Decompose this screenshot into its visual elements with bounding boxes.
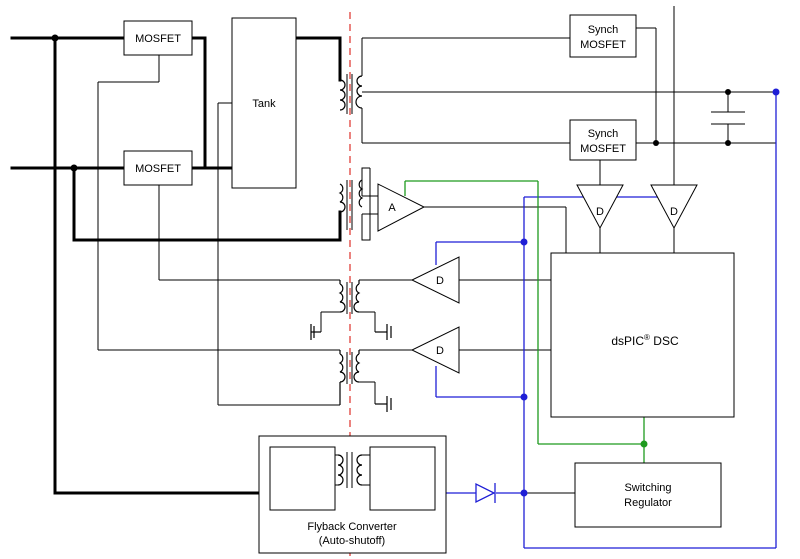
flyback-line1: Flyback Converter [307, 521, 397, 533]
switching-line2: Regulator [624, 497, 672, 509]
synch-top-line2: MOSFET [580, 39, 626, 51]
sense-wiring [404, 180, 645, 463]
synch-bottom-line1: Synch [588, 128, 619, 140]
flyback-leads [335, 454, 370, 486]
driver-synch-bottom: D [650, 184, 698, 230]
amp-label: A [388, 202, 396, 214]
switching-line1: Switching [624, 482, 671, 494]
driver-gate-bottom: D [410, 326, 460, 374]
driver-gate-top: D [410, 256, 460, 304]
control-junctions [653, 89, 731, 146]
mosfet-bottom-label: MOSFET [135, 163, 181, 175]
driver-synch-top: D [576, 184, 624, 230]
driver-label: D [596, 206, 604, 218]
transformer-cores [346, 74, 353, 488]
flyback-line2: (Auto-shutoff) [319, 535, 385, 547]
dsc-registered-mark: ® [644, 333, 650, 342]
driver-label: D [670, 206, 678, 218]
feedback-wiring [435, 92, 777, 549]
synch-mosfet-top-block: Synch MOSFET [569, 14, 637, 58]
synch-bottom-line2: MOSFET [580, 143, 626, 155]
dsc-block: dsPIC® DSC [550, 252, 735, 418]
dsc-name: dsPIC [611, 334, 644, 348]
driver-label: D [436, 275, 444, 287]
dsc-suffix: DSC [650, 334, 679, 348]
primary-junctions [51, 34, 78, 172]
sense-amplifier: A [377, 183, 426, 232]
dsc-label: dsPIC® DSC [611, 333, 679, 348]
mosfet-bottom-block: MOSFET [123, 150, 193, 186]
flyback-converter-block: Flyback Converter (Auto-shutoff) [258, 435, 447, 554]
switching-regulator-block: Switching Regulator [574, 462, 722, 528]
control-wiring [97, 6, 776, 494]
tank-block: Tank [231, 17, 297, 189]
current-sense-bracket [361, 167, 371, 241]
sense-junction [640, 440, 648, 448]
synch-mosfet-bottom-block: Synch MOSFET [569, 119, 637, 161]
tank-label: Tank [252, 98, 276, 110]
diode-icon [475, 482, 496, 504]
ground-symbols [310, 324, 392, 412]
synch-top-line1: Synch [588, 24, 619, 36]
transformer-coils [337, 75, 364, 486]
feedback-junctions [520, 88, 780, 497]
driver-label: D [436, 345, 444, 357]
mosfet-top-label: MOSFET [135, 33, 181, 45]
mosfet-top-block: MOSFET [123, 20, 193, 56]
